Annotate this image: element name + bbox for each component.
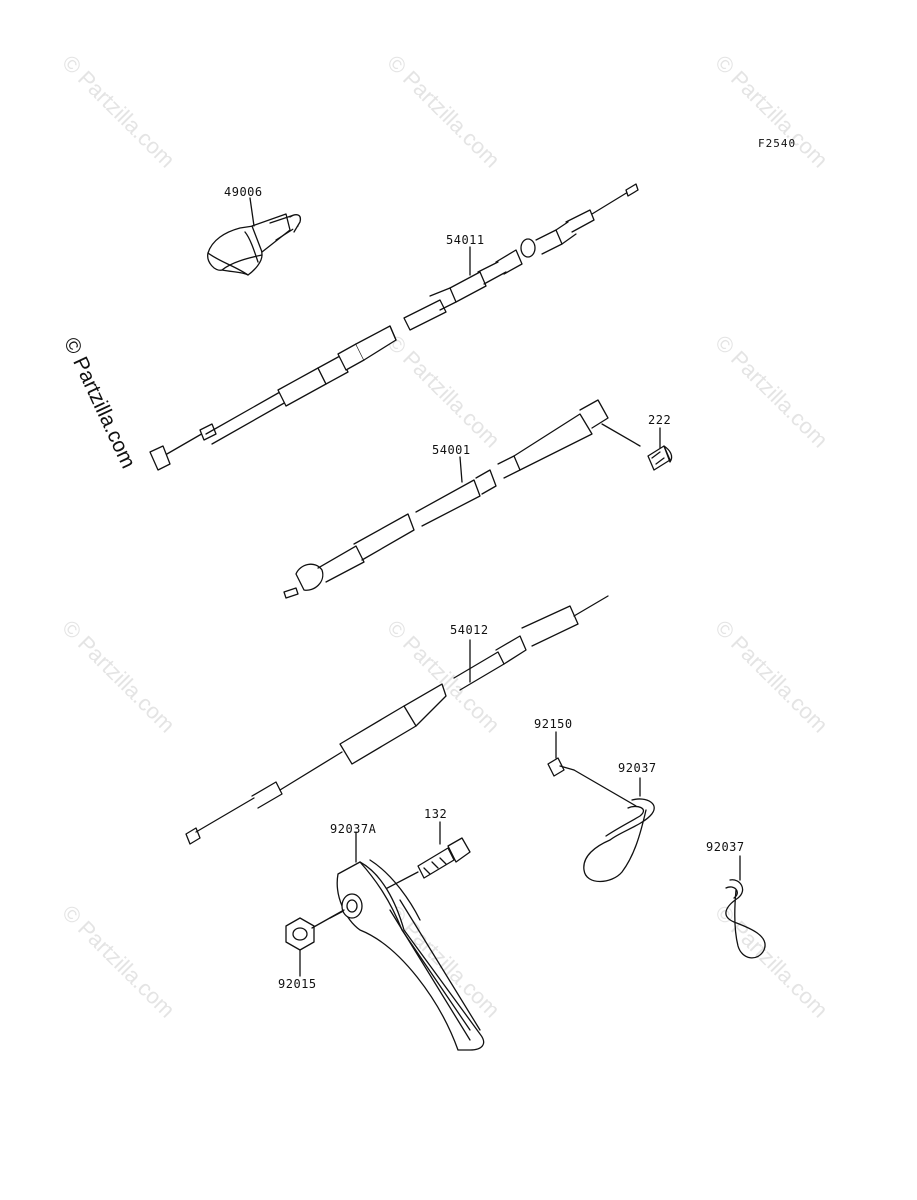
bracket-92037A-shape xyxy=(336,859,485,1051)
part-label-222[interactable]: 222 xyxy=(648,413,672,427)
part-label-92037-center[interactable]: 92037 xyxy=(618,761,657,775)
part-label-54012[interactable]: 54012 xyxy=(450,623,489,637)
part-label-92037-right[interactable]: 92037 xyxy=(706,840,745,854)
cable-54011-shape xyxy=(149,183,639,471)
part-label-132[interactable]: 132 xyxy=(424,807,448,821)
part-label-54001[interactable]: 54001 xyxy=(432,443,471,457)
clip-92037-right-shape xyxy=(725,879,766,959)
part-label-49006[interactable]: 49006 xyxy=(224,185,263,199)
part-label-92150[interactable]: 92150 xyxy=(534,717,573,731)
bolt-92150-shape xyxy=(547,757,637,807)
clip-92037-center-shape xyxy=(583,798,655,883)
part-label-54011[interactable]: 54011 xyxy=(446,233,485,247)
cable-54012-shape xyxy=(185,595,609,845)
screw-222-shape xyxy=(647,445,673,471)
part-label-92015[interactable]: 92015 xyxy=(278,977,317,991)
nut-92015-shape xyxy=(285,909,345,951)
figure-code: F2540 xyxy=(758,137,797,150)
boot-49006-shape xyxy=(207,213,302,276)
part-label-92037A[interactable]: 92037A xyxy=(330,822,377,836)
cable-54001-shape xyxy=(283,399,641,599)
